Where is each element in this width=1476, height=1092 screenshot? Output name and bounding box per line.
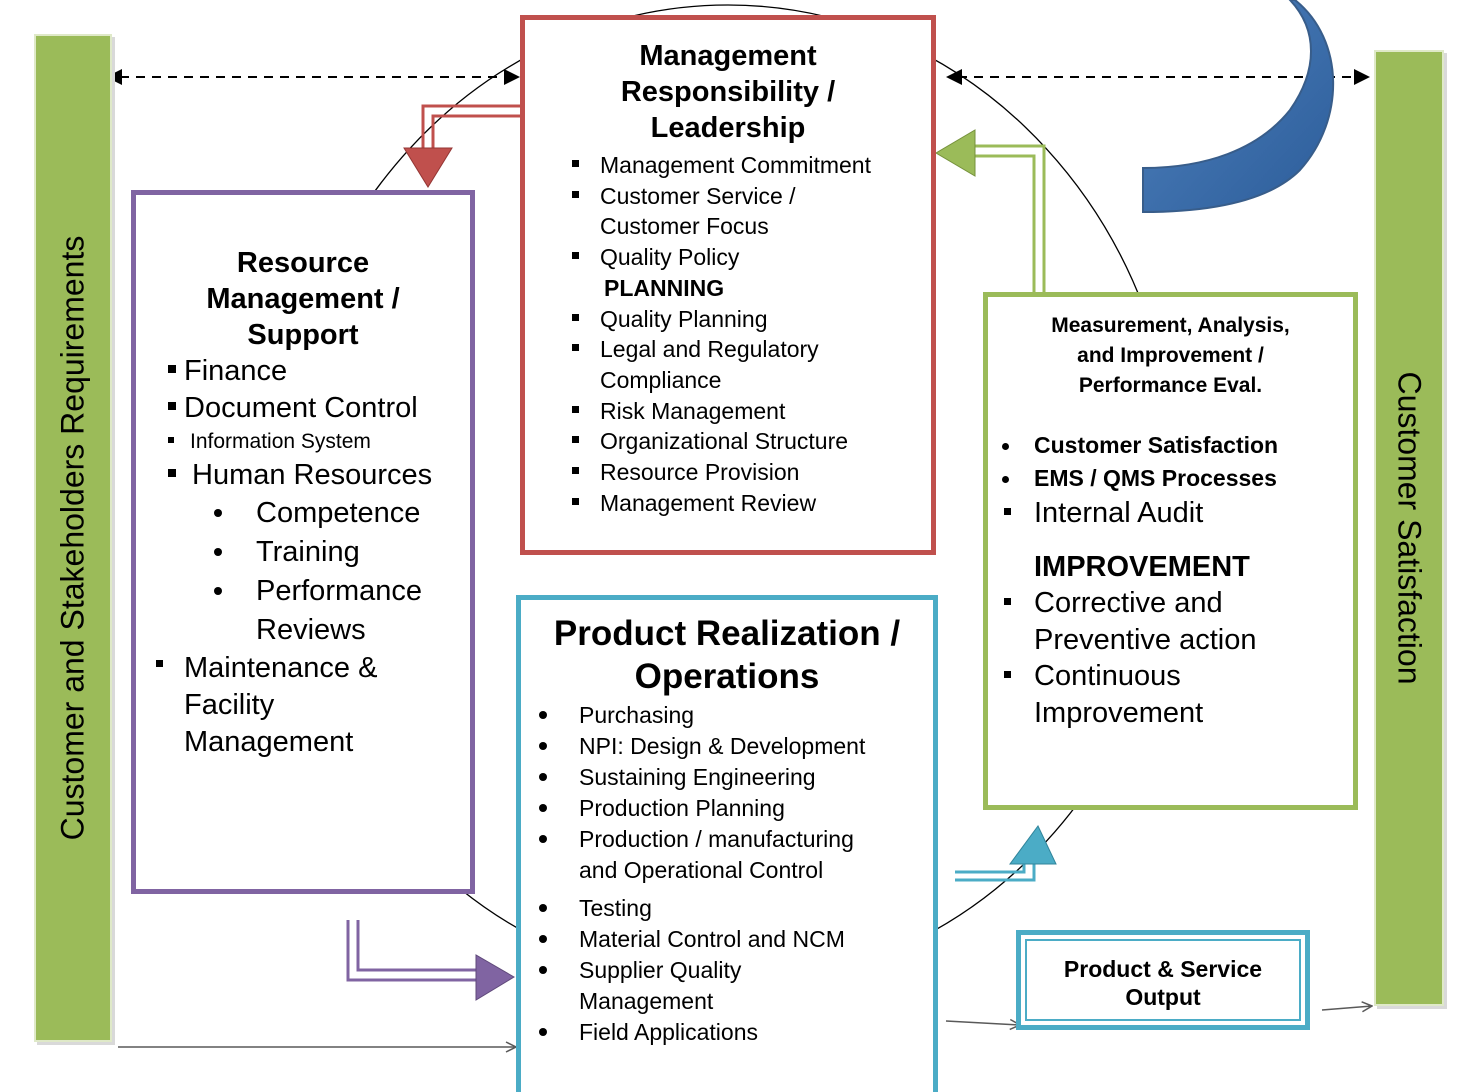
list-item: Purchasing bbox=[539, 700, 933, 731]
list-item-continued: Improvement bbox=[1034, 696, 1204, 729]
arrow-output-to-satisfaction bbox=[1321, 1006, 1372, 1010]
arrow-measurement-to-management bbox=[973, 144, 1046, 292]
list-item: Training bbox=[214, 533, 470, 572]
curved-arrow-shape bbox=[1142, 0, 1335, 214]
list-item: EMS / QMS Processes bbox=[1002, 462, 1353, 495]
list-item: Sustaining Engineering bbox=[539, 762, 933, 793]
list-item: Internal Audit bbox=[1004, 495, 1353, 531]
list-item: Finance bbox=[168, 353, 470, 390]
arrow-resource-to-product bbox=[346, 920, 478, 982]
list-item: Competence bbox=[214, 494, 470, 533]
list-item: Maintenance & bbox=[156, 650, 470, 687]
list-item-continued: Management bbox=[184, 726, 354, 758]
list-item: Information System bbox=[168, 427, 470, 457]
management-title: Management Responsibility / Leadership bbox=[620, 40, 836, 144]
list-item: Risk Management bbox=[572, 396, 931, 427]
resource-management-box: Resource Management / Support Finance Do… bbox=[131, 190, 475, 894]
product-title: Product Realization / Operations bbox=[553, 614, 901, 696]
list-item: Testing bbox=[539, 893, 933, 924]
list-item: Quality Planning bbox=[572, 304, 931, 335]
list-item: Resource Provision bbox=[572, 457, 931, 488]
human-resources-sublist: Competence Training Performance Reviews bbox=[214, 494, 470, 650]
dashed-arrow-right bbox=[946, 69, 1370, 85]
list-item: Quality Policy bbox=[572, 242, 931, 273]
customer-satisfaction-bar: Customer Satisfaction bbox=[1374, 50, 1444, 1006]
list-item: Production Planning bbox=[539, 793, 933, 824]
list-item: Production / manufacturing bbox=[539, 824, 933, 855]
measurement-list: Customer Satisfaction EMS / QMS Processe… bbox=[1002, 429, 1353, 531]
product-list: Purchasing NPI: Design & Development Sus… bbox=[539, 700, 933, 1048]
list-item: Organizational Structure bbox=[572, 426, 931, 457]
list-item: Supplier Quality bbox=[539, 955, 933, 986]
management-responsibility-box: Management Responsibility / Leadership M… bbox=[520, 15, 936, 555]
arrow-product-to-output bbox=[945, 1021, 1020, 1025]
planning-heading: PLANNING bbox=[604, 274, 725, 301]
list-item-continued: and Operational Control bbox=[579, 857, 824, 883]
list-item: Continuous bbox=[1004, 658, 1353, 695]
customer-requirements-bar: Customer and Stakeholders Requirements bbox=[34, 34, 112, 1042]
product-realization-box: Product Realization / Operations Purchas… bbox=[516, 595, 938, 1092]
arrow-product-to-measurement bbox=[955, 862, 1036, 882]
list-item-continued: Compliance bbox=[600, 366, 722, 393]
list-item: Human Resources bbox=[168, 457, 470, 494]
list-item-continued: Facility bbox=[184, 689, 275, 721]
list-item: Corrective and bbox=[1004, 585, 1353, 622]
measurement-title: Measurement, Analysis, and Improvement /… bbox=[1051, 314, 1290, 397]
list-item-continued: Management bbox=[579, 988, 714, 1014]
improvement-list: Corrective and Preventive action Continu… bbox=[1004, 585, 1353, 731]
dashed-arrow-left bbox=[106, 69, 520, 85]
list-item: Performance bbox=[214, 572, 470, 611]
list-item: Field Applications bbox=[539, 1017, 933, 1048]
list-item-continued: Customer Focus bbox=[600, 213, 769, 240]
list-item: NPI: Design & Development bbox=[539, 731, 933, 762]
improvement-heading: IMPROVEMENT bbox=[1034, 551, 1250, 583]
management-list: Management Commitment Customer Service /… bbox=[572, 150, 931, 519]
arrow-management-to-resource bbox=[421, 104, 520, 150]
measurement-analysis-box: Measurement, Analysis, and Improvement /… bbox=[983, 292, 1358, 810]
list-item: Customer Service / bbox=[572, 181, 931, 212]
customer-satisfaction-label: Customer Satisfaction bbox=[1391, 371, 1428, 685]
resource-title: Resource Management / Support bbox=[206, 247, 400, 351]
resource-list: Finance Document Control Information Sys… bbox=[168, 353, 470, 494]
list-item: Material Control and NCM bbox=[539, 924, 933, 955]
output-label: Product & Service Output bbox=[1025, 939, 1301, 1021]
list-item-continued: Reviews bbox=[256, 614, 366, 646]
list-item: Customer Satisfaction bbox=[1002, 429, 1353, 462]
list-item: Document Control bbox=[168, 390, 470, 427]
resource-list-maintenance: Maintenance & Facility Management bbox=[156, 650, 470, 761]
customer-requirements-label: Customer and Stakeholders Requirements bbox=[54, 235, 91, 841]
list-item-continued: Preventive action bbox=[1034, 623, 1257, 656]
list-item: Management Commitment bbox=[572, 150, 931, 181]
product-service-output-box: Product & Service Output bbox=[1016, 930, 1310, 1030]
list-item: Legal and Regulatory bbox=[572, 334, 931, 365]
list-item: Management Review bbox=[572, 488, 931, 519]
